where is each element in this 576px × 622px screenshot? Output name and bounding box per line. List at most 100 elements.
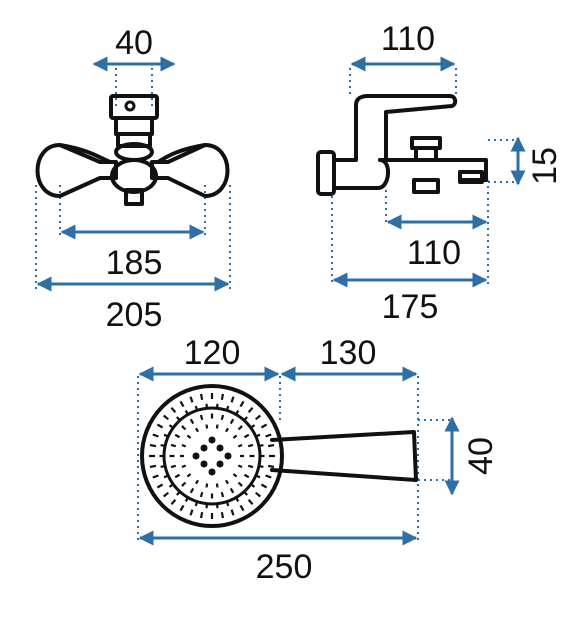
- nozzle: [239, 504, 245, 512]
- nozzle: [194, 500, 199, 507]
- nozzle: [224, 452, 232, 460]
- nozzle: [186, 434, 192, 439]
- nozzle: [205, 403, 209, 409]
- nozzle: [220, 491, 225, 498]
- nozzle: [162, 491, 170, 498]
- nozzle: [258, 464, 264, 468]
- nozzle: [243, 473, 250, 479]
- nozzle: [199, 511, 204, 519]
- nozzle: [230, 509, 235, 516]
- nozzle: [180, 454, 184, 458]
- nozzle: [189, 487, 195, 494]
- nozzle: [215, 424, 219, 429]
- hand-shower-handle: [270, 430, 418, 482]
- nozzle: [170, 498, 177, 506]
- nozzle: [225, 427, 229, 433]
- front-view: 40 185 205: [35, 24, 231, 334]
- nozzle: [210, 513, 214, 519]
- nozzle: [216, 444, 224, 452]
- nozzle: [174, 473, 181, 479]
- nozzle: [181, 425, 187, 431]
- nozzle: [232, 434, 238, 439]
- front-top-width-label: 40: [115, 24, 153, 62]
- nozzle: [194, 405, 199, 412]
- nozzle: [243, 490, 248, 496]
- nozzle: [210, 393, 214, 399]
- nozzle: [199, 393, 204, 401]
- nozzle: [269, 454, 275, 458]
- nozzle: [149, 454, 155, 458]
- nozzle: [216, 460, 224, 468]
- nozzle: [162, 414, 170, 421]
- nozzle: [168, 424, 175, 429]
- nozzle: [149, 464, 157, 469]
- nozzle: [237, 481, 243, 487]
- nozzle: [220, 414, 225, 421]
- nozzle: [181, 464, 187, 469]
- nozzle: [174, 433, 181, 439]
- nozzle: [237, 425, 243, 431]
- nozzle: [184, 496, 190, 503]
- nozzle: [239, 400, 245, 408]
- front-outer-width-label: 205: [106, 296, 163, 334]
- nozzle: [249, 424, 256, 429]
- nozzle: [258, 444, 264, 448]
- nozzle: [260, 423, 268, 429]
- nozzle: [156, 423, 164, 429]
- nozzle: [195, 427, 199, 433]
- nozzle: [189, 418, 195, 425]
- nozzle: [152, 433, 159, 438]
- nozzle: [210, 413, 214, 419]
- nozzle: [247, 464, 254, 469]
- nozzle: [208, 468, 216, 476]
- nozzle: [156, 483, 164, 489]
- nozzle: [240, 454, 244, 458]
- nozzle: [199, 491, 204, 498]
- side-spout-length-label: 110: [407, 234, 461, 272]
- nozzle: [243, 433, 250, 439]
- nozzle: [254, 433, 261, 438]
- nozzle: [179, 400, 185, 408]
- nozzle: [163, 474, 170, 479]
- handle-height-label: 40: [462, 437, 500, 475]
- nozzle: [220, 511, 225, 519]
- nozzle: [232, 473, 238, 478]
- nozzle: [199, 414, 204, 421]
- nozzle: [210, 493, 214, 499]
- nozzle: [184, 409, 190, 416]
- nozzle: [225, 405, 230, 412]
- nozzle: [149, 443, 157, 448]
- nozzle: [205, 424, 209, 429]
- nozzle: [152, 474, 159, 479]
- nozzle: [189, 509, 194, 516]
- nozzle: [181, 481, 187, 487]
- nozzle: [225, 500, 230, 507]
- nozzle: [225, 479, 229, 485]
- total-length-label: 250: [256, 548, 313, 586]
- nozzle: [186, 473, 192, 478]
- nozzle: [237, 443, 243, 448]
- nozzle: [163, 433, 170, 438]
- side-top-width-label: 110: [381, 20, 435, 58]
- nozzle: [265, 433, 272, 438]
- handle-length-label: 130: [320, 334, 377, 372]
- side-total-depth-label: 175: [382, 288, 439, 326]
- nozzle: [259, 454, 265, 458]
- nozzle: [170, 464, 177, 469]
- nozzle: [179, 504, 185, 512]
- nozzle: [247, 498, 254, 506]
- nozzle: [181, 443, 187, 448]
- side-height-label: 15: [526, 147, 564, 185]
- front-inner-width-label: 185: [106, 244, 163, 282]
- nozzle: [247, 406, 254, 414]
- nozzle: [189, 396, 194, 403]
- nozzle: [159, 454, 165, 458]
- nozzle: [260, 483, 268, 489]
- nozzle: [249, 454, 255, 458]
- nozzle: [267, 464, 275, 469]
- nozzle: [195, 479, 199, 485]
- nozzle: [243, 416, 248, 422]
- nozzle: [254, 474, 261, 479]
- nozzle: [234, 496, 240, 503]
- side-view: 110 15 110 175: [316, 20, 564, 326]
